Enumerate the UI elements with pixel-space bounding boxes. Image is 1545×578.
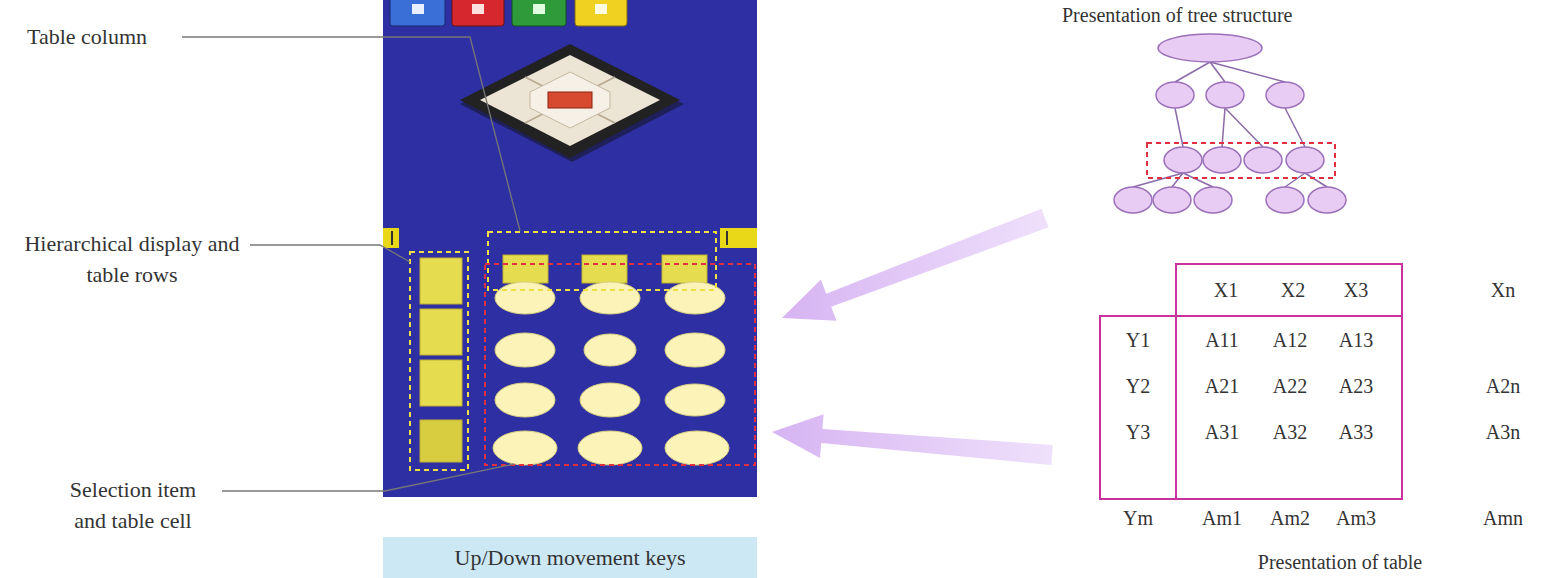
table-cell: A22 <box>1273 372 1307 400</box>
row-header: Y3 <box>1126 418 1150 446</box>
direction-pad <box>460 44 684 162</box>
column-keys <box>503 255 707 283</box>
table-cell: A2n <box>1486 372 1520 400</box>
pointer-arrow <box>782 209 1049 321</box>
table-frame <box>1100 264 1402 499</box>
row-header: Ym <box>1123 504 1153 532</box>
table-cell: A33 <box>1339 418 1373 446</box>
section-heading: Presentation of tree structure <box>1062 1 1292 29</box>
leader-lines <box>182 37 520 491</box>
table-cell: A32 <box>1273 418 1307 446</box>
table-cell: A21 <box>1205 372 1239 400</box>
row-header: Y1 <box>1126 326 1150 354</box>
callout-label: Hierarchical display and table rows <box>23 229 241 291</box>
table-cell: A31 <box>1205 418 1239 446</box>
cell-keys <box>493 282 729 465</box>
device-body <box>383 0 757 497</box>
row-header: Y2 <box>1126 372 1150 400</box>
table-cell: A11 <box>1205 326 1239 354</box>
table-cell: A12 <box>1273 326 1307 354</box>
table-cell: Am3 <box>1336 504 1376 532</box>
column-outline <box>488 232 716 290</box>
column-header: X2 <box>1281 276 1305 304</box>
tree-illustration <box>1114 34 1346 213</box>
table-cell: Amn <box>1483 504 1523 532</box>
section-heading: Presentation of table <box>1258 548 1422 576</box>
row-outline <box>410 252 468 470</box>
column-header: X3 <box>1344 276 1368 304</box>
table-cell: Am1 <box>1202 504 1242 532</box>
callout-label: Table column <box>27 22 147 53</box>
box-text: Up/Down movement keys <box>455 545 686 571</box>
row-keys <box>420 258 462 462</box>
cell-outline <box>485 264 755 465</box>
table-cell: A23 <box>1339 372 1373 400</box>
table-cell: Am2 <box>1270 504 1310 532</box>
key-caption-box: Up/Down movement keys <box>383 537 757 578</box>
column-header: X1 <box>1214 276 1238 304</box>
table-cell: A3n <box>1486 418 1520 446</box>
table-cell: A13 <box>1339 326 1373 354</box>
callout-label: Selection item and table cell <box>58 475 208 537</box>
pointer-arrow <box>772 414 1053 465</box>
top-buttons <box>390 0 627 26</box>
column-header: Xn <box>1491 276 1515 304</box>
